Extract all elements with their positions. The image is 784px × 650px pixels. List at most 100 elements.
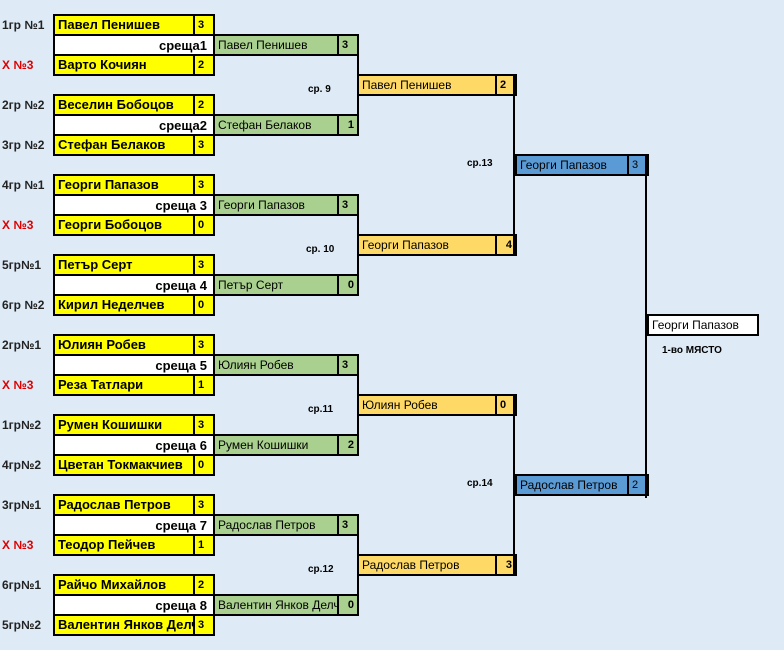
seed-label: 3гр№1: [2, 498, 42, 512]
round3-box-name: Радослав Петров: [362, 558, 460, 572]
seed-label: 1гр№2: [2, 418, 42, 432]
player-box[interactable]: Радослав Петров 3: [53, 494, 215, 516]
match-label: ср.14: [467, 478, 493, 489]
round2-box-name: Стефан Белаков: [218, 118, 312, 132]
seed-label: 5гр№1: [2, 258, 42, 272]
player-box-score: 3: [193, 16, 213, 34]
player-box-score: 0: [193, 216, 213, 234]
meeting-label: среща 8: [53, 596, 215, 614]
seed-label: 2гр№1: [2, 338, 42, 352]
round2-box-name: Павел Пенишев: [218, 38, 308, 52]
semifinal-box-name: Георги Папазов: [520, 158, 607, 172]
round2-box-score: 3: [337, 356, 357, 374]
round2-box[interactable]: Радослав Петров 3: [213, 514, 359, 536]
player-box-name: Румен Кошишки: [58, 417, 163, 432]
round2-box-score: 3: [337, 516, 357, 534]
player-box[interactable]: Петър Серт 3: [53, 254, 215, 276]
round3-box[interactable]: Георги Папазов 4: [357, 234, 517, 256]
seed-label: 1гр №1: [2, 18, 45, 32]
player-box-score: 3: [193, 256, 213, 274]
player-box-name: Стефан Белаков: [58, 137, 166, 152]
match-label: ср. 10: [306, 244, 335, 255]
round3-box-score: 3: [495, 556, 515, 574]
seed-label: 5гр№2: [2, 618, 42, 632]
round3-box-score: 2: [495, 76, 515, 94]
player-box-name: Теодор Пейчев: [58, 537, 156, 552]
seed-label: X №3: [2, 538, 34, 552]
seed-label: X №3: [2, 218, 34, 232]
round3-box[interactable]: Павел Пенишев 2: [357, 74, 517, 96]
match-label: ср.11: [308, 404, 334, 415]
connector-line: [513, 394, 515, 576]
player-box[interactable]: Варто Кочиян 2: [53, 54, 215, 76]
meeting-label: среща 3: [53, 196, 215, 214]
round3-box-name: Георги Папазов: [362, 238, 449, 252]
round2-box-score: 3: [337, 196, 357, 214]
round2-box-score: 0: [337, 276, 357, 294]
player-box-name: Радослав Петров: [58, 497, 171, 512]
round2-box-name: Радослав Петров: [218, 518, 316, 532]
player-box[interactable]: Кирил Неделчев 0: [53, 294, 215, 316]
match-label: ср. 9: [308, 84, 331, 95]
final-winner-name: Георги Папазов: [652, 318, 739, 332]
player-box-score: 3: [193, 416, 213, 434]
player-box-name: Георги Папазов: [58, 177, 159, 192]
seed-label: 2гр №2: [2, 98, 45, 112]
match-label: ср.13: [467, 158, 493, 169]
meeting-label: среща 4: [53, 276, 215, 294]
round3-box-score: 4: [495, 236, 515, 254]
player-box-score: 2: [193, 576, 213, 594]
round2-box-score: 2: [337, 436, 357, 454]
round3-box-name: Павел Пенишев: [362, 78, 452, 92]
player-box-name: Реза Татлари: [58, 377, 144, 392]
meeting-label: среща2: [53, 116, 215, 134]
player-box[interactable]: Румен Кошишки 3: [53, 414, 215, 436]
final-winner-box[interactable]: Георги Папазов: [647, 314, 759, 336]
connector-line: [513, 74, 515, 256]
player-box-score: 0: [193, 296, 213, 314]
connector-line: [645, 154, 647, 498]
player-box-score: 1: [193, 536, 213, 554]
player-box-name: Валентин Янков Делч: [58, 617, 193, 632]
player-box-name: Петър Серт: [58, 257, 133, 272]
player-box-score: 3: [193, 616, 213, 634]
player-box-name: Варто Кочиян: [58, 57, 147, 72]
semifinal-box[interactable]: Георги Папазов 3: [515, 154, 649, 176]
player-box-name: Веселин Бобоцов: [58, 97, 174, 112]
player-box[interactable]: Райчо Михайлов 2: [53, 574, 215, 596]
player-box-score: 2: [193, 56, 213, 74]
semifinal-box-score: 3: [627, 156, 647, 174]
player-box-name: Райчо Михайлов: [58, 577, 167, 592]
seed-label: 6гр №2: [2, 298, 45, 312]
player-box-score: 3: [193, 496, 213, 514]
player-box[interactable]: Теодор Пейчев 1: [53, 534, 215, 556]
player-box-name: Кирил Неделчев: [58, 297, 165, 312]
round2-box[interactable]: Юлиян Робев 3: [213, 354, 359, 376]
meeting-label: среща 5: [53, 356, 215, 374]
match-label: ср.12: [308, 564, 334, 575]
seed-label: X №3: [2, 58, 34, 72]
player-box-name: Юлиян Робев: [58, 337, 146, 352]
player-box[interactable]: Павел Пенишев 3: [53, 14, 215, 36]
player-box-name: Павел Пенишев: [58, 17, 160, 32]
round2-box-name: Юлиян Робев: [218, 358, 294, 372]
seed-label: 6гр№1: [2, 578, 42, 592]
round2-box-score: 0: [337, 596, 357, 614]
round3-box[interactable]: Радослав Петров 3: [357, 554, 517, 576]
